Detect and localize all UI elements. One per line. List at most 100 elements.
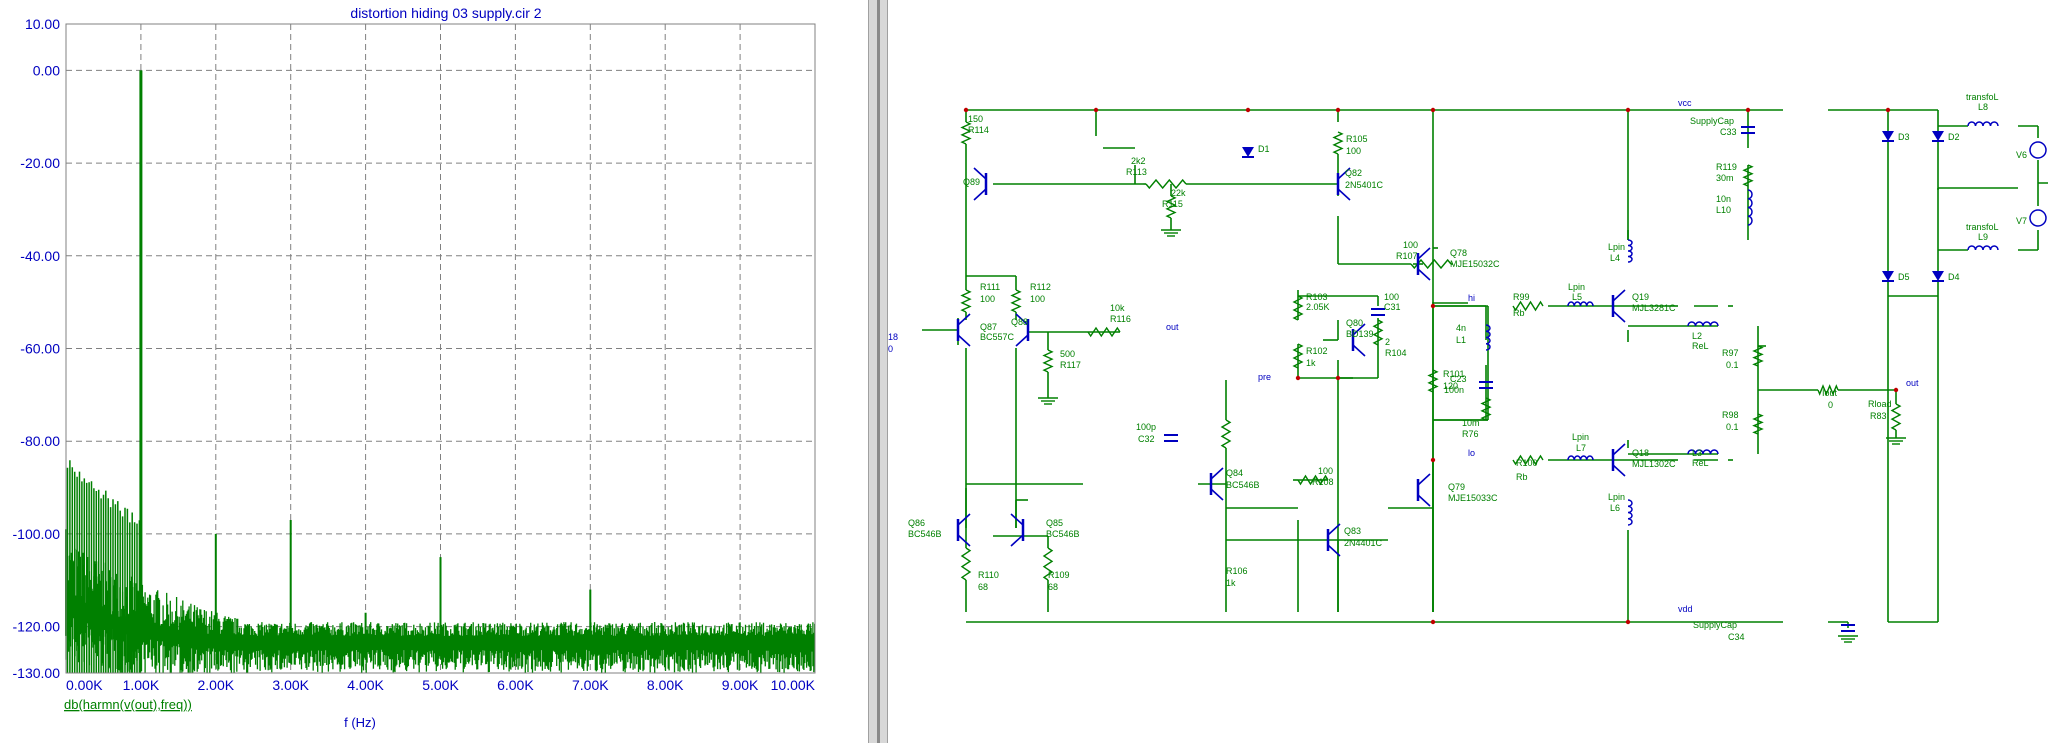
x-tick-label: 0.00K — [66, 677, 103, 693]
chart-title: distortion hiding 03 supply.cir 2 — [350, 5, 541, 21]
schematic-label-q80m: BD139 — [1346, 329, 1374, 339]
transistor-symbol — [1612, 464, 1626, 477]
node-dot — [1335, 107, 1341, 113]
schematic-label-d3: D3 — [1898, 132, 1910, 142]
resistor-symbol — [1512, 300, 1544, 312]
inductor-symbol — [1747, 189, 1753, 226]
schematic-label-r76v: 10m — [1462, 418, 1480, 428]
schematic-label-r117v: 500 — [1060, 349, 1075, 359]
x-tick-label: 9.00K — [722, 677, 759, 693]
node-dot — [1093, 107, 1099, 113]
schematic-label-hi: hi — [1468, 293, 1475, 303]
resistor-symbol — [1292, 343, 1304, 369]
schematic-label-q82: Q82 — [1345, 168, 1362, 178]
schematic-label-d4: D4 — [1948, 272, 1960, 282]
schematic-label-r106v: 1k — [1226, 578, 1236, 588]
transistor-symbol — [1327, 544, 1341, 557]
resistor-symbol — [1752, 413, 1764, 435]
transistor-symbol — [1210, 488, 1224, 501]
schematic-label-r113: R113 — [1126, 167, 1147, 177]
resistor-symbol — [960, 547, 972, 581]
transistor-symbol — [957, 313, 971, 326]
schematic-label-q78m: MJE15032C — [1450, 259, 1500, 269]
inductor-symbol — [1967, 245, 1999, 251]
schematic-label-r115v: 22k — [1171, 188, 1186, 198]
schematic-label-l9t: transfoL — [1966, 222, 1999, 232]
schematic-label-r111: R111 — [980, 282, 1000, 292]
resistor-symbol — [960, 289, 972, 313]
resistor-symbol — [1145, 178, 1187, 190]
schematic-label-r100v: Rb — [1516, 472, 1528, 482]
schematic-label-r76: R76 — [1462, 429, 1479, 439]
resistor-symbol — [1427, 369, 1439, 393]
schematic-label-q87: Q87 — [980, 322, 997, 332]
splitter-grip[interactable] — [877, 0, 880, 743]
pane-splitter[interactable] — [868, 0, 888, 743]
schematic-label-r97v: 0.1 — [1726, 360, 1739, 370]
schematic-label-q84: Q84 — [1226, 468, 1243, 478]
y-tick-label: -100.00 — [13, 526, 61, 542]
x-tick-label: 8.00K — [647, 677, 684, 693]
schematic-label-r112: R112 — [1030, 282, 1051, 292]
schematic-label-r115: R115 — [1162, 199, 1183, 209]
schematic-label-q89: Q89 — [963, 177, 980, 187]
transistor-symbol — [1327, 523, 1341, 536]
schematic-label-q19: Q19 — [1632, 292, 1649, 302]
schematic-label-pre: pre — [1258, 372, 1271, 382]
circuit-schematic[interactable]: vccvddoutoutprehilo150R114Q892k2R11322kR… — [888, 0, 2048, 743]
x-tick-label: 6.00K — [497, 677, 534, 693]
resistor-symbol — [1372, 319, 1384, 346]
y-tick-label: 0.00 — [33, 62, 60, 78]
schematic-label-q83: Q83 — [1344, 526, 1361, 536]
node-dot — [1335, 375, 1341, 381]
schematic-label-v6: V6 — [2016, 150, 2027, 160]
node-dot — [1430, 619, 1436, 625]
schematic-label-l7: L7 — [1576, 443, 1586, 453]
x-axis-label: f (Hz) — [344, 715, 376, 730]
node-dot — [1625, 107, 1631, 113]
resistor-symbol — [1817, 384, 1839, 396]
schematic-label-l9: L9 — [1978, 232, 1988, 242]
x-tick-label: 1.00K — [123, 677, 160, 693]
trace-label[interactable]: db(harmn(v(out),freq)) — [64, 697, 192, 712]
schematic-label-q86m: BC546B — [908, 529, 942, 539]
schematic-label-out2: out — [1906, 378, 1919, 388]
resistor-symbol — [1042, 349, 1054, 373]
schematic-label-c32: C32 — [1138, 434, 1155, 444]
transistor-symbol — [1337, 188, 1351, 201]
resistor-symbol — [1480, 397, 1492, 421]
schematic-label-q19m: MJL3281C — [1632, 303, 1676, 313]
schematic-label-r114: R114 — [968, 125, 989, 135]
schematic-label-in0: 0 — [888, 344, 893, 354]
schematic-label-r100: R100 — [1516, 458, 1538, 468]
schematic-label-c33t: SupplyCap — [1690, 116, 1734, 126]
node-dot — [1893, 387, 1899, 393]
schematic-label-r103v: 2.05K — [1306, 302, 1330, 312]
node-dot — [1295, 375, 1301, 381]
schematic-label-r116: R116 — [1110, 314, 1131, 324]
diode-symbol — [1242, 147, 1254, 157]
schematic-label-r107: R107 — [1396, 251, 1418, 261]
schematic-label-l7v: Lpin — [1572, 432, 1589, 442]
schematic-label-q79m: MJE15033C — [1448, 493, 1498, 503]
transistor-symbol — [1417, 473, 1431, 486]
schematic-label-r107v: 100 — [1403, 240, 1418, 250]
schematic-label-r106: R106 — [1226, 566, 1248, 576]
schematic-label-d1: D1 — [1258, 144, 1270, 154]
schematic-label-r116v: 10k — [1110, 303, 1125, 313]
inductor-symbol — [1485, 324, 1491, 351]
low-frequency-spurs — [66, 460, 141, 673]
schematic-label-l6: L6 — [1610, 503, 1620, 513]
schematic-label-r103: R103 — [1306, 292, 1328, 302]
x-tick-label: 3.00K — [272, 677, 309, 693]
schematic-label-q18: Q18 — [1632, 448, 1649, 458]
schematic-label-q88: Q88 — [1011, 317, 1028, 327]
inductor-symbol — [1627, 499, 1633, 526]
resistor-symbol — [1742, 164, 1754, 187]
schematic-label-c23v: 100n — [1444, 385, 1464, 395]
schematic-label-c34t: SupplyCap — [1693, 620, 1737, 630]
inductor-symbol — [1567, 301, 1594, 307]
y-tick-label: -40.00 — [20, 248, 60, 264]
